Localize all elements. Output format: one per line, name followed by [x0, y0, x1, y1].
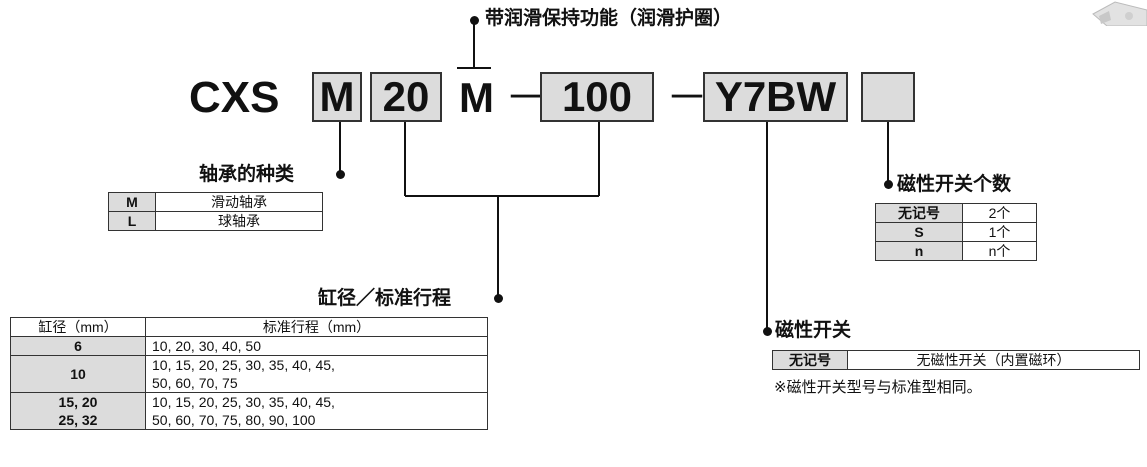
bearing-desc: 滑动轴承	[155, 192, 323, 212]
bearing-type-box: M	[312, 72, 362, 122]
auto-switch-box: Y7BW	[703, 72, 848, 122]
bore-header: 缸径（mm）	[10, 317, 146, 337]
table-row: L 球轴承	[108, 211, 323, 231]
count-code: n	[875, 241, 963, 261]
table-row: 15, 20 25, 32 10, 15, 20, 25, 30, 35, 40…	[10, 392, 488, 430]
stroke-cell: 10, 15, 20, 25, 30, 35, 40, 45, 50, 60, …	[145, 355, 488, 393]
table-row: 无记号 无磁性开关（内置磁环）	[772, 350, 1140, 370]
bearing-desc: 球轴承	[155, 211, 323, 231]
bullet-dot	[763, 327, 772, 336]
bearing-code: M	[108, 192, 156, 212]
count-value: 1个	[962, 222, 1037, 242]
table-row: n n个	[875, 241, 1037, 261]
bearing-caption: 轴承的种类	[199, 163, 295, 185]
series-code: CXS	[189, 73, 280, 122]
lube-caption: 带润滑保持功能（润滑护圈）	[485, 7, 733, 29]
bore-cell: 15, 20 25, 32	[10, 392, 146, 430]
bore-cell: 10	[10, 355, 146, 393]
bore-size-box: 20	[370, 72, 442, 122]
switch-table: 无记号 无磁性开关（内置磁环）	[772, 350, 1140, 370]
count-value: n个	[962, 241, 1037, 261]
bullet-dot	[336, 170, 345, 179]
count-code: S	[875, 222, 963, 242]
count-code: 无记号	[875, 203, 963, 223]
stroke-cell: 10, 15, 20, 25, 30, 35, 40, 45, 50, 60, …	[145, 392, 488, 430]
table-row: S 1个	[875, 222, 1037, 242]
switch-caption: 磁性开关	[775, 319, 852, 341]
bore-cell: 6	[10, 336, 146, 356]
switch-count-table: 无记号 2个 S 1个 n n个	[875, 203, 1037, 261]
table-row: 无记号 2个	[875, 203, 1037, 223]
count-value: 2个	[962, 203, 1037, 223]
bearing-code: L	[108, 211, 156, 231]
table-row: 10 10, 15, 20, 25, 30, 35, 40, 45, 50, 6…	[10, 355, 488, 393]
bore-stroke-caption: 缸径／标准行程	[318, 287, 452, 309]
switch-code: 无记号	[772, 350, 848, 370]
switch-count-box	[861, 72, 915, 122]
dash-separator: －	[666, 74, 709, 121]
switch-count-caption: 磁性开关个数	[897, 173, 1012, 195]
bullet-dot	[470, 16, 479, 25]
bore-stroke-table: 缸径（mm） 标准行程（mm） 6 10, 20, 30, 40, 50 10 …	[10, 317, 488, 430]
product-image	[1092, 1, 1147, 26]
stroke-header: 标准行程（mm）	[145, 317, 488, 337]
stroke-cell: 10, 20, 30, 40, 50	[145, 336, 488, 356]
bullet-dot	[494, 294, 503, 303]
switch-desc: 无磁性开关（内置磁环）	[847, 350, 1140, 370]
table-row: 6 10, 20, 30, 40, 50	[10, 336, 488, 356]
bullet-dot	[884, 180, 893, 189]
bearing-table: M 滑动轴承 L 球轴承	[108, 192, 323, 231]
table-row: M 滑动轴承	[108, 192, 323, 212]
lube-option-code: M	[459, 74, 494, 121]
table-header-row: 缸径（mm） 标准行程（mm）	[10, 317, 488, 337]
switch-note: ※磁性开关型号与标准型相同。	[774, 378, 982, 396]
stroke-box: 100	[540, 72, 654, 122]
